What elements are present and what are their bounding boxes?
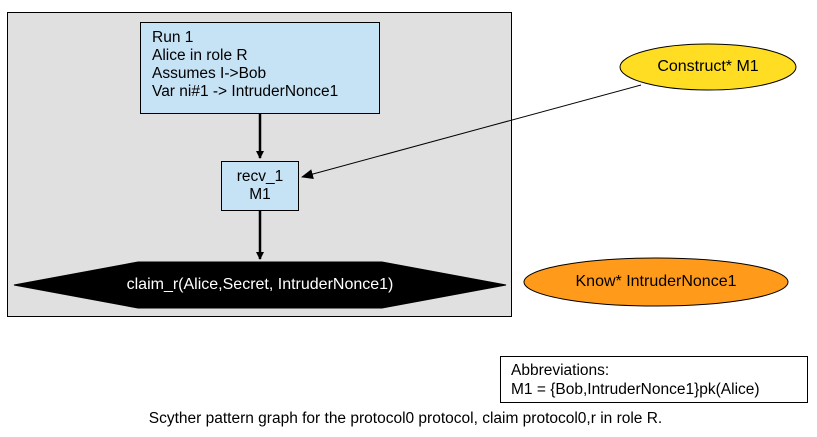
run-line-2: Alice in role R [152,47,248,64]
abbreviations-title: Abbreviations: [511,362,610,379]
know-node-label: Know* IntruderNonce1 [575,273,737,290]
construct-node-label: Construct* M1 [657,58,759,75]
recv-line-1: recv_1 [236,168,284,185]
graph-caption: Scyther pattern graph for the protocol0 … [148,410,663,427]
construct-node-shape [619,43,797,91]
abbreviations-box: Abbreviations: M1 = {Bob,IntruderNonce1}… [500,356,808,403]
claim-node-label: claim_r(Alice,Secret, IntruderNonce1) [126,276,394,293]
run-line-4: Var ni#1 -> IntruderNonce1 [152,83,339,100]
recv-node: recv_1 M1 [221,161,299,211]
abbreviations-entry: M1 = {Bob,IntruderNonce1}pk(Alice) [511,381,760,398]
run-node: Run 1 Alice in role R Assumes I->Bob Var… [140,22,380,114]
run-line-3: Assumes I->Bob [152,65,267,82]
claim-node-shape [13,261,507,309]
recv-line-2: M1 [249,186,271,203]
run-line-1: Run 1 [152,29,194,46]
edge-construct-to-recv [301,84,642,179]
know-node-shape [523,257,789,307]
